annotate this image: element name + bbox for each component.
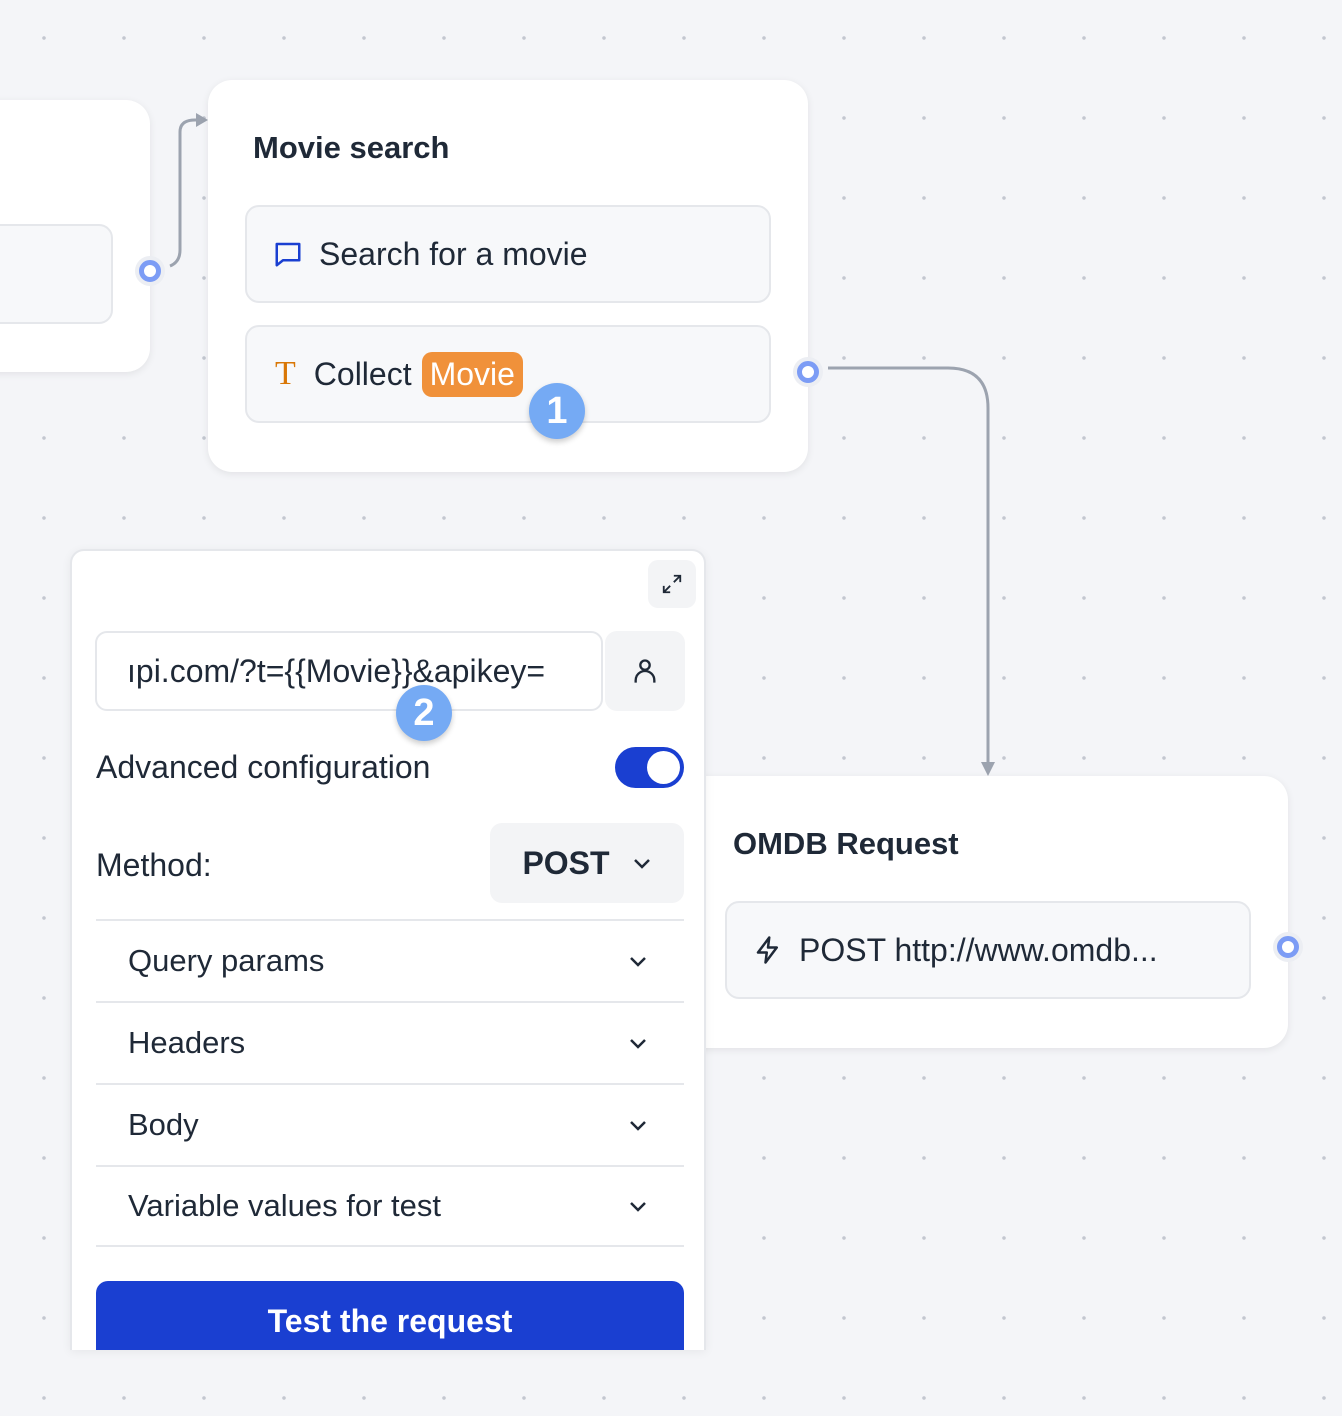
previous-node-output-handle[interactable] [135, 256, 165, 286]
previous-node[interactable] [0, 100, 150, 372]
accordion-label: Headers [128, 1025, 245, 1061]
omdb-request-node[interactable]: OMDB Request POST http://www.omdb... [680, 776, 1288, 1048]
edge-movie-search-to-omdb [828, 368, 988, 764]
block-label: Search for a movie [319, 236, 588, 273]
chat-bubble-icon [273, 239, 303, 269]
edge-arrow [196, 113, 208, 127]
url-input[interactable]: ıpi.com/?t={{Movie}}&apikey= [95, 631, 603, 711]
variables-button[interactable] [605, 631, 685, 711]
block-label: Collect [314, 356, 412, 393]
chevron-down-icon [628, 1036, 648, 1050]
method-value: POST [522, 845, 609, 882]
edge-arrow [981, 762, 995, 776]
movie-search-output-handle[interactable] [793, 357, 823, 387]
accordion-query-params[interactable]: Query params [96, 919, 684, 1001]
block-collect-movie[interactable]: T Collect Movie [245, 325, 771, 423]
step-badge-2: 2 [396, 685, 452, 741]
chevron-down-icon [632, 856, 652, 870]
user-icon [631, 656, 659, 686]
method-select[interactable]: POST [490, 823, 684, 903]
chevron-down-icon [628, 1199, 648, 1213]
omdb-output-handle[interactable] [1273, 932, 1303, 962]
edge-left-to-movie-search [170, 120, 200, 266]
expand-button[interactable] [648, 560, 696, 608]
node-title: Movie search [253, 130, 449, 166]
accordion-label: Query params [128, 943, 324, 979]
advanced-configuration-toggle[interactable] [615, 747, 684, 788]
block-omdb-request[interactable]: POST http://www.omdb... [725, 901, 1251, 999]
accordion-label: Body [128, 1107, 199, 1143]
test-request-button[interactable]: Test the request [96, 1281, 684, 1350]
chevron-down-icon [628, 1118, 648, 1132]
webhook-settings-panel: ıpi.com/?t={{Movie}}&apikey= Advanced co… [70, 549, 706, 1350]
variable-tag: Movie [422, 352, 523, 397]
text-input-icon: T [275, 355, 296, 393]
advanced-configuration-label: Advanced configuration [96, 749, 430, 786]
expand-icon [661, 573, 683, 595]
node-title: OMDB Request [733, 826, 959, 862]
accordion-variable-values[interactable]: Variable values for test [96, 1165, 684, 1247]
lightning-icon [753, 934, 783, 966]
movie-search-node[interactable]: Movie search Search for a movie T Collec… [208, 80, 808, 472]
accordion-body[interactable]: Body [96, 1083, 684, 1165]
accordion-headers[interactable]: Headers [96, 1001, 684, 1083]
accordion-label: Variable values for test [128, 1188, 441, 1224]
block-label: POST http://www.omdb... [799, 932, 1158, 969]
chevron-down-icon [628, 954, 648, 968]
step-badge-1: 1 [529, 383, 585, 439]
previous-node-block[interactable] [0, 224, 113, 324]
block-search-for-a-movie[interactable]: Search for a movie [245, 205, 771, 303]
method-label: Method: [96, 847, 212, 884]
toggle-knob [647, 751, 680, 784]
